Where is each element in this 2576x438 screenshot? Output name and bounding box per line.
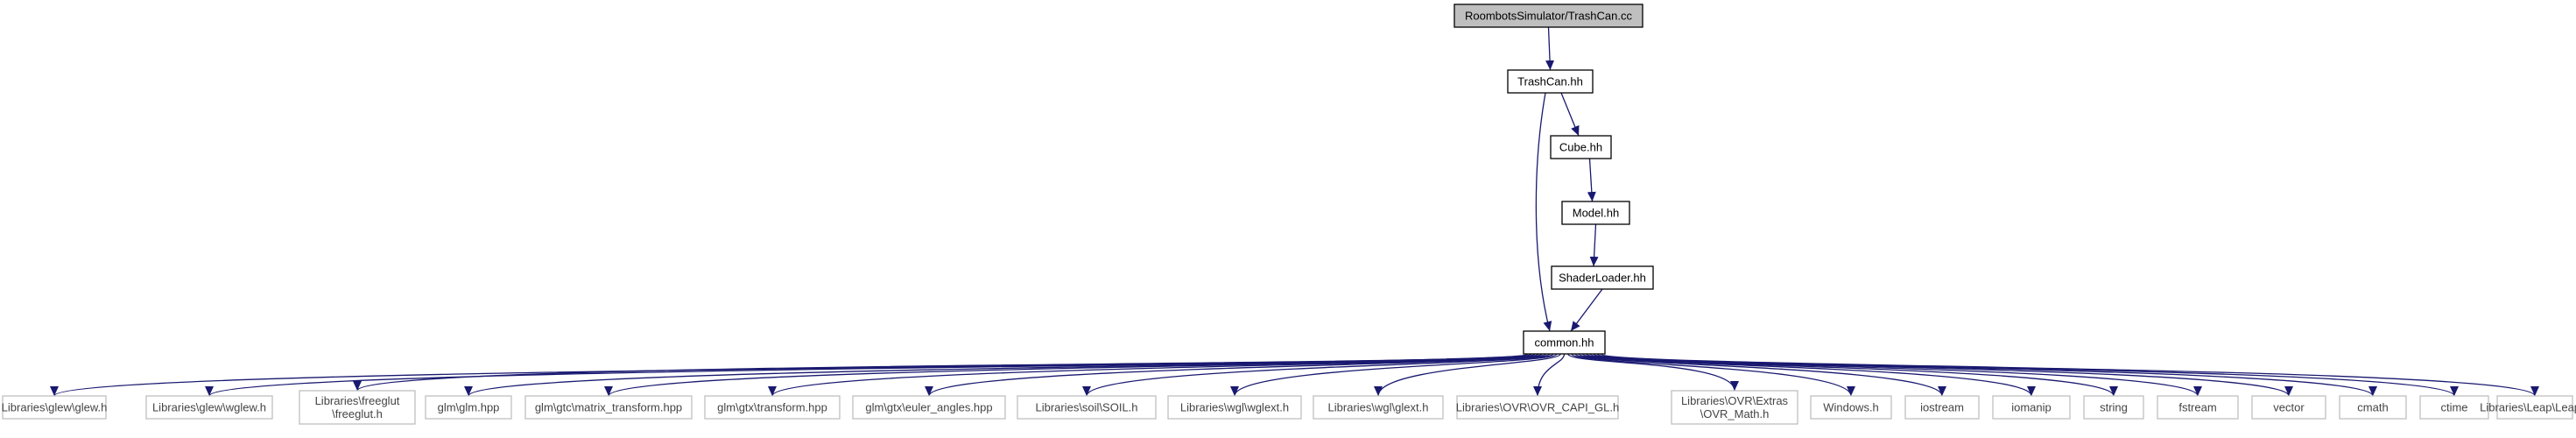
include-node-libraries-leap-leap-h[interactable]: Libraries\Leap\Leap.h	[2480, 395, 2576, 420]
node-label: Libraries\OVR\Extras	[1681, 394, 1789, 407]
include-node-libraries-ovr-ovr-capi-gl-h[interactable]: Libraries\OVR\OVR_CAPI_GL.h	[1456, 395, 1619, 420]
node-label: RoombotsSimulator/TrashCan.cc	[1465, 10, 1632, 23]
dependency-arrow	[1578, 353, 2036, 397]
node-label: iostream	[1920, 401, 1964, 414]
node-label: fstream	[2178, 401, 2216, 414]
include-node-fstream[interactable]: fstream	[2157, 395, 2239, 420]
node-label: Cube.hh	[1559, 141, 1602, 154]
include-node-ctime[interactable]: ctime	[2419, 395, 2489, 420]
include-node-glm-gtx-transform-hpp[interactable]: glm\gtx\transform.hpp	[704, 395, 841, 420]
include-node-cmath[interactable]: cmath	[2339, 395, 2407, 420]
include-node-libraries-glew-wglew-h[interactable]: Libraries\glew\wglew.h	[145, 395, 273, 420]
node-label: Libraries\wgl\glext.h	[1328, 401, 1429, 414]
node-trashcan-hh[interactable]: TrashCan.hh	[1507, 69, 1594, 94]
node-label: Libraries\freeglut	[315, 394, 400, 407]
dependency-arrow	[1596, 353, 2459, 397]
node-label: Libraries\glew\glew.h	[2, 401, 108, 414]
node-label: Libraries\Leap\Leap.h	[2480, 401, 2576, 414]
node-label: TrashCan.hh	[1517, 75, 1583, 88]
node-label: \OVR_Math.h	[1700, 407, 1770, 420]
include-node-iomanip[interactable]: iomanip	[1992, 395, 2071, 420]
include-node-iostream[interactable]: iostream	[1904, 395, 1980, 420]
dependency-arrow	[1082, 353, 1554, 397]
dependency-arrow	[1570, 288, 1603, 332]
node-label: Libraries\OVR\OVR_CAPI_GL.h	[1456, 401, 1619, 414]
dependency-arrow	[1589, 223, 1599, 267]
include-node-string[interactable]: string	[2083, 395, 2144, 420]
node-label: ShaderLoader.hh	[1559, 272, 1646, 285]
include-node-windows-h[interactable]: Windows.h	[1810, 395, 1892, 420]
node-label: glm\gtx\euler_angles.hpp	[865, 401, 992, 414]
include-node-libraries-soil-soil-h[interactable]: Libraries\soil\SOIL.h	[1017, 395, 1157, 420]
include-node-vector[interactable]: vector	[2251, 395, 2326, 420]
node-label: string	[2100, 401, 2128, 414]
node-label: Windows.h	[1823, 401, 1879, 414]
include-node-libraries-wgl-glext-h[interactable]: Libraries\wgl\glext.h	[1313, 395, 1444, 420]
node-label: iomanip	[2011, 401, 2052, 414]
node-shaderloader-hh[interactable]: ShaderLoader.hh	[1551, 265, 1654, 290]
dependency-arrow	[1374, 353, 1561, 397]
include-node-libraries-glew-glew-h[interactable]: Libraries\glew\glew.h	[2, 395, 108, 420]
node-label: ctime	[2440, 401, 2467, 414]
include-node-glm-gtx-euler-angles-hpp[interactable]: glm\gtx\euler_angles.hpp	[852, 395, 1006, 420]
include-node-glm-gtc-matrix-transform-hpp[interactable]: glm\gtc\matrix_transform.hpp	[524, 395, 693, 420]
dependency-arrow	[353, 353, 1536, 392]
dependency-arrow	[1600, 353, 2539, 397]
node-label: common.hh	[1535, 336, 1594, 350]
dependency-edges	[50, 26, 2539, 397]
include-node-glm-glm-hpp[interactable]: glm\glm.hpp	[425, 395, 512, 420]
node-cube-hh[interactable]: Cube.hh	[1550, 135, 1612, 159]
root-file-node[interactable]: RoombotsSimulator/TrashCan.cc	[1453, 4, 1643, 28]
dependency-arrow	[1567, 353, 1739, 392]
node-label: glm\gtx\transform.hpp	[717, 401, 827, 414]
include-node-libraries-wgl-wglext-h[interactable]: Libraries\wgl\wglext.h	[1167, 395, 1302, 420]
node-label: glm\gtc\matrix_transform.hpp	[535, 401, 682, 414]
node-common-hh[interactable]: common.hh	[1523, 330, 1606, 355]
dependency-arrow	[1587, 158, 1596, 202]
node-label: Libraries\soil\SOIL.h	[1035, 401, 1137, 414]
node-label: \freeglut.h	[332, 407, 383, 420]
dependency-arrow	[925, 353, 1551, 397]
node-model-hh[interactable]: Model.hh	[1561, 201, 1630, 225]
node-label: Libraries\wgl\wglext.h	[1180, 401, 1289, 414]
node-label: vector	[2273, 401, 2305, 414]
include-node-libraries-ovr-extras-ovr-math-h[interactable]: Libraries\OVR\Extras\OVR_Math.h	[1671, 390, 1798, 425]
dependency-arrow	[768, 353, 1547, 397]
node-label: cmath	[2357, 401, 2388, 414]
dependency-arrow	[1535, 92, 1552, 332]
dependency-arrow	[1230, 353, 1558, 397]
include-node-libraries-freeglut-freeglut-h[interactable]: Libraries\freeglut\freeglut.h	[299, 390, 416, 425]
dependency-arrow	[1571, 353, 1855, 397]
dependency-arrow	[1574, 353, 1946, 397]
dependency-nodes: RoombotsSimulator/TrashCan.ccTrashCan.hh…	[2, 4, 2576, 425]
dependency-arrow	[1560, 92, 1580, 137]
node-label: Libraries\glew\wglew.h	[152, 401, 266, 414]
dependency-arrow	[1545, 26, 1555, 71]
dependency-arrow	[1533, 353, 1566, 397]
node-label: Model.hh	[1573, 207, 1619, 220]
node-label: glm\glm.hpp	[438, 401, 500, 414]
